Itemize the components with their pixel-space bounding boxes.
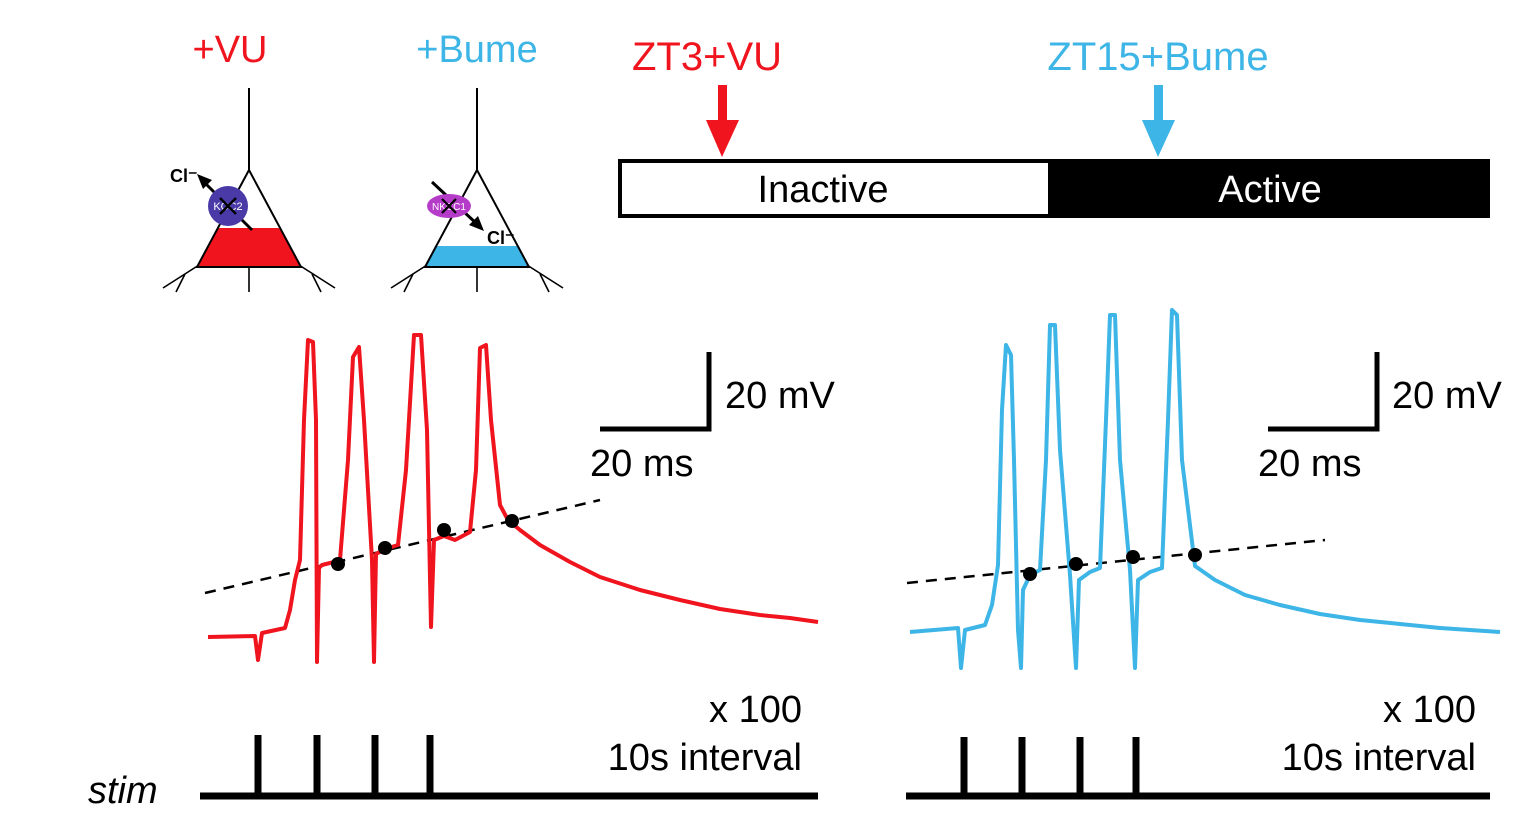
zt15-arrow-shaft bbox=[1154, 85, 1163, 127]
neuron-bume-label: +Bume bbox=[416, 29, 537, 71]
repeat-count-label: x 100 bbox=[1383, 689, 1476, 731]
threshold-point bbox=[1023, 567, 1037, 581]
threshold-point bbox=[1126, 550, 1140, 564]
circadian-timeline: ZT3+VU ZT15+Bume Inactive Active bbox=[618, 35, 1490, 218]
stim-interval-label: 10s interval bbox=[1282, 737, 1476, 779]
scale-bar-time-label: 20 ms bbox=[1258, 443, 1361, 485]
scale-bar bbox=[1268, 352, 1380, 432]
neuron-bume-basal-dendrite bbox=[526, 264, 564, 289]
trace-panel-vu: 20 mV 20 ms x 100 10s interval bbox=[204, 333, 835, 779]
neuron-vu: +VU Cl⁻ KCC2 bbox=[162, 29, 336, 293]
neuron-vu-basal-dendrite bbox=[162, 264, 200, 289]
chloride-influx-arrowhead bbox=[469, 216, 484, 231]
chloride-ion-label: Cl⁻ bbox=[170, 166, 198, 186]
neuron-vu-label: +VU bbox=[193, 29, 268, 71]
zt3-arrow-head-icon bbox=[706, 120, 739, 157]
neuron-bume-basal-dendrite bbox=[403, 273, 414, 293]
stim-interval-label: 10s interval bbox=[608, 737, 802, 779]
block-cross-icon bbox=[219, 197, 237, 215]
spike-threshold-line bbox=[906, 538, 1326, 585]
timeline-marker-zt15: ZT15+Bume bbox=[1047, 35, 1268, 79]
block-cross-icon bbox=[441, 198, 457, 214]
chloride-efflux-arrowhead bbox=[197, 174, 212, 189]
membrane-potential-trace bbox=[207, 333, 819, 664]
active-phase-label: Active bbox=[1218, 169, 1321, 211]
neuron-bume-soma-fill bbox=[425, 246, 529, 267]
repeat-count-label: x 100 bbox=[709, 689, 802, 731]
membrane-potential-trace bbox=[909, 308, 1501, 670]
neuron-bume-basal-dendrite bbox=[390, 264, 428, 289]
stim-pulse-train-right bbox=[906, 737, 1490, 800]
trace-panel-bume: 20 mV 20 ms x 100 10s interval bbox=[906, 308, 1502, 779]
stimulus-row: stim bbox=[88, 735, 1490, 812]
threshold-point bbox=[437, 523, 451, 537]
scale-bar-time-label: 20 ms bbox=[590, 443, 693, 485]
scale-bar-voltage-label: 20 mV bbox=[725, 375, 835, 417]
timeline-marker-zt3: ZT3+VU bbox=[632, 35, 782, 79]
threshold-point bbox=[1188, 548, 1202, 562]
zt15-arrow-head-icon bbox=[1142, 120, 1175, 157]
scale-bar-voltage-label: 20 mV bbox=[1392, 375, 1502, 417]
neuron-vu-soma-fill bbox=[197, 228, 301, 267]
neuron-vu-basal-dendrite bbox=[175, 273, 186, 293]
threshold-point bbox=[378, 541, 392, 555]
stim-pulse-train-left bbox=[200, 735, 818, 800]
active-phase-bar bbox=[1050, 159, 1490, 218]
chloride-ion-label: Cl⁻ bbox=[487, 228, 515, 248]
neuron-bume-basal-dendrite bbox=[539, 273, 550, 293]
zt3-arrow-shaft bbox=[718, 85, 727, 127]
threshold-point bbox=[1069, 557, 1083, 571]
threshold-point bbox=[505, 514, 519, 528]
scale-bar bbox=[600, 352, 712, 432]
neuron-bume: +Bume Cl⁻ NKCC1 bbox=[390, 29, 564, 293]
stim-label: stim bbox=[88, 770, 158, 812]
neuron-vu-basal-dendrite bbox=[298, 264, 336, 289]
spike-threshold-line bbox=[204, 498, 601, 595]
threshold-point bbox=[331, 557, 345, 571]
neuron-vu-basal-dendrite bbox=[311, 273, 322, 293]
inactive-phase-label: Inactive bbox=[758, 169, 889, 211]
